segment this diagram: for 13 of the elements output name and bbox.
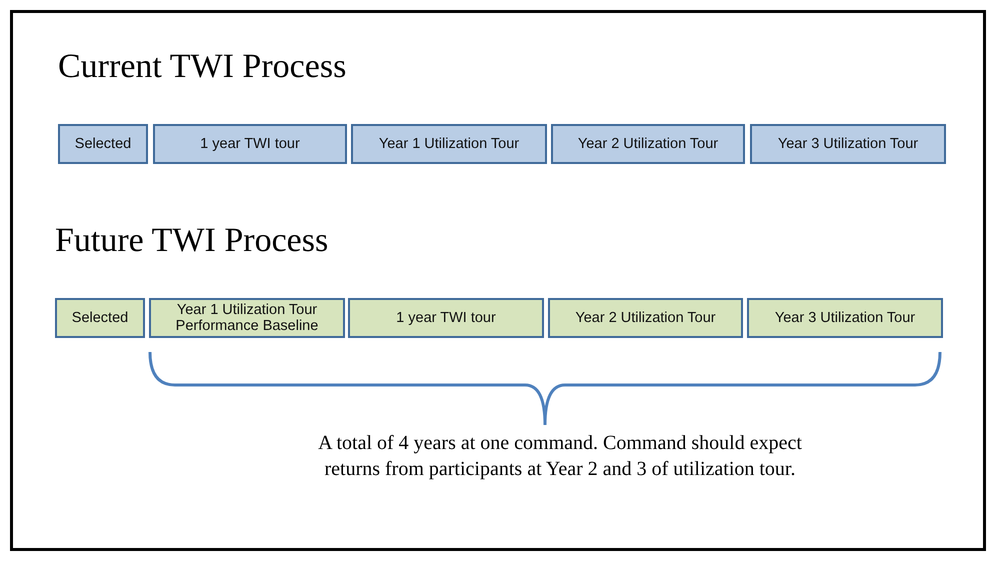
heading-text: Current TWI Process — [58, 48, 346, 86]
process-box: Selected — [58, 124, 148, 164]
process-box: Year 1 Utilization Tour — [351, 124, 547, 164]
process-box: 1 year TWI tour — [153, 124, 347, 164]
process-box: Selected — [55, 298, 145, 338]
process-box: 1 year TWI tour — [348, 298, 544, 338]
process-box: Year 1 Utilization Tour Performance Baseline — [149, 298, 345, 338]
heading-text: Future TWI Process — [55, 222, 328, 260]
process-box: Year 2 Utilization Tour — [548, 298, 743, 338]
process-box: Year 3 Utilization Tour — [750, 124, 946, 164]
process-box: Year 3 Utilization Tour — [747, 298, 943, 338]
process-box: Year 2 Utilization Tour — [551, 124, 745, 164]
note-text: A total of 4 years at one command. Command should expect returns from participants at Year 2 and 3 of utilization tour. — [317, 431, 803, 482]
